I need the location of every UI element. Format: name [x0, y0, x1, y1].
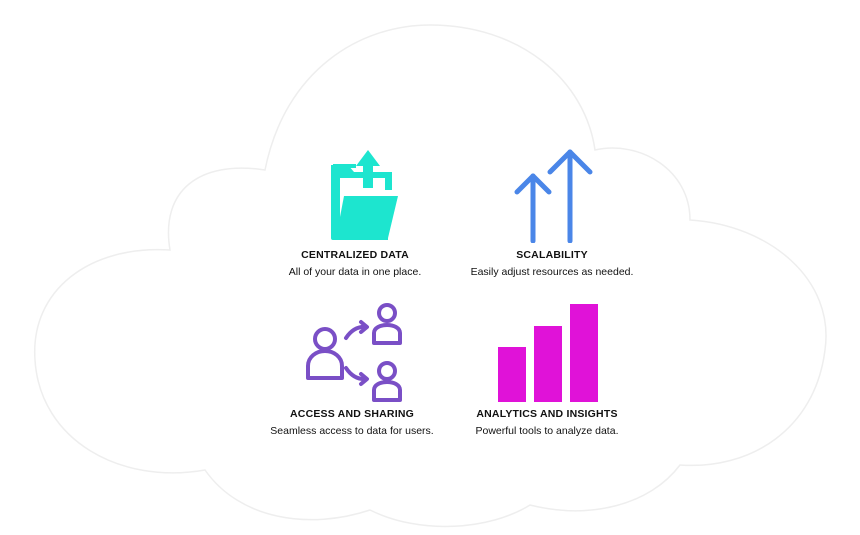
- feature-description: Powerful tools to analyze data.: [475, 425, 619, 437]
- feature-access-sharing: ACCESS AND SHARING Seamless access to da…: [262, 302, 442, 437]
- feature-title: ACCESS AND SHARING: [290, 408, 414, 420]
- feature-description: Seamless access to data for users.: [270, 425, 434, 437]
- feature-scalability: SCALABILITY Easily adjust resources as n…: [462, 148, 642, 278]
- feature-title: CENTRALIZED DATA: [301, 249, 409, 261]
- bar-short: [498, 347, 526, 402]
- users-sharing-icon: [306, 303, 402, 402]
- feature-analytics-insights: ANALYTICS AND INSIGHTS Powerful tools to…: [462, 302, 632, 437]
- bar-medium: [534, 326, 562, 402]
- bar-chart-icon: [498, 304, 598, 402]
- feature-description: All of your data in one place.: [288, 266, 422, 278]
- feature-title: SCALABILITY: [516, 249, 588, 261]
- double-arrow-up-icon: [514, 149, 593, 243]
- folder-upload-icon: [331, 150, 398, 240]
- bar-tall: [570, 304, 598, 402]
- feature-title: ANALYTICS AND INSIGHTS: [476, 408, 618, 420]
- feature-description: Easily adjust resources as needed.: [470, 266, 634, 278]
- feature-centralized-data: CENTRALIZED DATA All of your data in one…: [270, 148, 440, 278]
